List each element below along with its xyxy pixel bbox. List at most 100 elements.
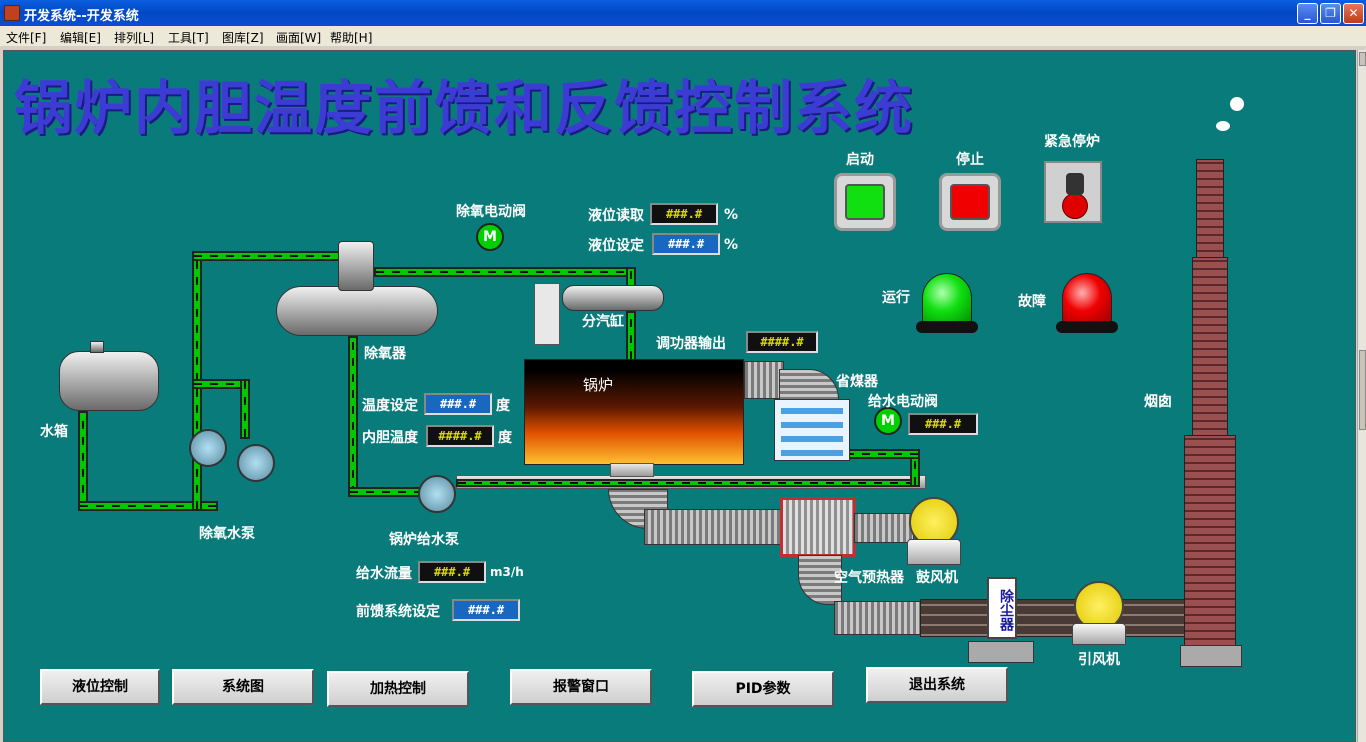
temp-set-label: 温度设定 [362,398,418,414]
page-title: 锅炉内胆温度前馈和反馈控制系统 [14,74,915,142]
alarm-window-button[interactable]: 报警窗口 [510,669,652,705]
induced-fan-label: 引风机 [1078,652,1120,668]
emergency-stop-label: 紧急停炉 [1044,134,1100,150]
deaerator-pump-1[interactable] [189,429,227,467]
induced-fan-base [1072,623,1126,645]
level-set-label: 液位设定 [588,238,644,254]
deaerator-pump-2[interactable] [237,444,275,482]
fault-lamp [1062,273,1112,329]
induced-fan[interactable] [1074,581,1124,631]
feed-valve-label: 给水电动阀 [868,394,938,410]
chimney-foundation [1180,645,1242,667]
menu-file[interactable]: 文件[F] [6,31,47,45]
menu-screen[interactable]: 画面[W] [276,31,322,45]
pipe [78,411,88,511]
pipe [192,251,342,261]
steam-drum[interactable] [562,285,664,311]
start-button[interactable] [834,173,896,231]
water-tank[interactable] [59,351,159,411]
level-read-display: ###.# [650,203,718,225]
deaerator[interactable] [276,286,438,336]
pid-params-button[interactable]: PID参数 [692,671,834,707]
running-label: 运行 [882,290,910,306]
fault-lamp-base [1056,321,1118,333]
inner-temp-display: ####.# [426,425,494,447]
pipe [844,449,920,459]
menu-library[interactable]: 图库[Z] [222,31,264,45]
feed-flow-unit: m3/h [490,565,524,579]
running-lamp-base [916,321,978,333]
air-duct-2 [854,513,914,543]
level-control-button[interactable]: 液位控制 [40,669,160,705]
feedforward-set-input[interactable]: ###.# [452,599,520,621]
maximize-button[interactable]: ❐ [1320,3,1341,24]
feed-flow-display: ###.# [418,561,486,583]
fault-label: 故障 [1018,294,1046,310]
scada-canvas: 锅炉内胆温度前馈和反馈控制系统 水箱 除氧水泵 除氧器 M 除氧电动阀 分汽缸 … [3,50,1356,742]
smoke-puff [1230,97,1244,111]
water-tank-label: 水箱 [40,424,68,440]
blower-base [907,539,961,565]
chimney-mid [1192,257,1228,437]
stop-label: 停止 [956,152,984,168]
air-preheater-label: 空气预热器 [834,570,904,586]
economizer-label: 省煤器 [836,374,878,390]
blower-fan[interactable] [909,497,959,547]
chimney-label: 烟囱 [1144,394,1172,410]
temp-set-input[interactable]: ###.# [424,393,492,415]
feed-pump[interactable] [418,475,456,513]
window-titlebar: 开发系统--开发系统 _ ❐ ✕ [0,0,1366,26]
feed-flow-label: 给水流量 [356,566,412,582]
pipe [78,501,218,511]
vertical-scrollbar[interactable] [1357,50,1366,742]
chimney-base[interactable] [1184,435,1236,647]
close-button[interactable]: ✕ [1343,3,1364,24]
minimize-button[interactable]: _ [1297,3,1318,24]
menu-tools[interactable]: 工具[T] [168,31,209,45]
level-set-input[interactable]: ###.# [652,233,720,255]
level-set-unit: % [724,237,739,253]
window-title: 开发系统--开发系统 [24,9,139,24]
emergency-stop-button[interactable] [1044,161,1102,223]
menu-arrange[interactable]: 排列[L] [114,31,155,45]
scroll-thumb[interactable] [1359,350,1366,430]
power-out-label: 调功器输出 [656,336,726,352]
stop-button[interactable] [939,173,1001,231]
deaerator-pump-label: 除氧水泵 [199,526,255,542]
system-diagram-button[interactable]: 系统图 [172,669,314,705]
level-read-unit: % [724,207,739,223]
boiler-label: 锅炉 [583,376,614,394]
pipe [626,311,636,361]
steam-drum-label: 分汽缸 [582,314,624,330]
economizer[interactable] [774,399,850,461]
chimney-top [1196,159,1224,259]
dust-remover-base [968,641,1034,663]
flue-duct-low [834,601,924,635]
air-duct [644,509,784,545]
pipe [374,267,634,277]
heating-control-button[interactable]: 加热控制 [327,671,469,707]
air-preheater[interactable] [780,497,856,557]
power-out-display: ####.# [746,331,818,353]
boiler-base [610,463,654,477]
pipe [240,379,250,439]
water-tank-nozzle [90,341,104,353]
feed-valve-motor[interactable]: M [874,407,902,435]
deaerator-valve-motor[interactable]: M [476,223,504,251]
pipe [456,479,916,487]
inner-temp-unit: 度 [498,430,512,446]
app-icon [4,5,20,21]
menu-help[interactable]: 帮助[H] [330,31,373,45]
running-lamp [922,273,972,329]
feed-pump-label: 锅炉给水泵 [389,532,459,548]
menu-edit[interactable]: 编辑[E] [60,31,101,45]
brick-flue [920,599,1220,637]
start-label: 启动 [846,152,874,168]
smoke-puff [1216,121,1230,131]
boiler-furnace[interactable]: 锅炉 [524,359,744,465]
scroll-up-arrow[interactable] [1359,52,1366,66]
dust-remover[interactable]: 除尘器 [987,577,1017,639]
deaerator-label: 除氧器 [364,346,406,362]
temp-set-unit: 度 [496,398,510,414]
exit-system-button[interactable]: 退出系统 [866,667,1008,703]
